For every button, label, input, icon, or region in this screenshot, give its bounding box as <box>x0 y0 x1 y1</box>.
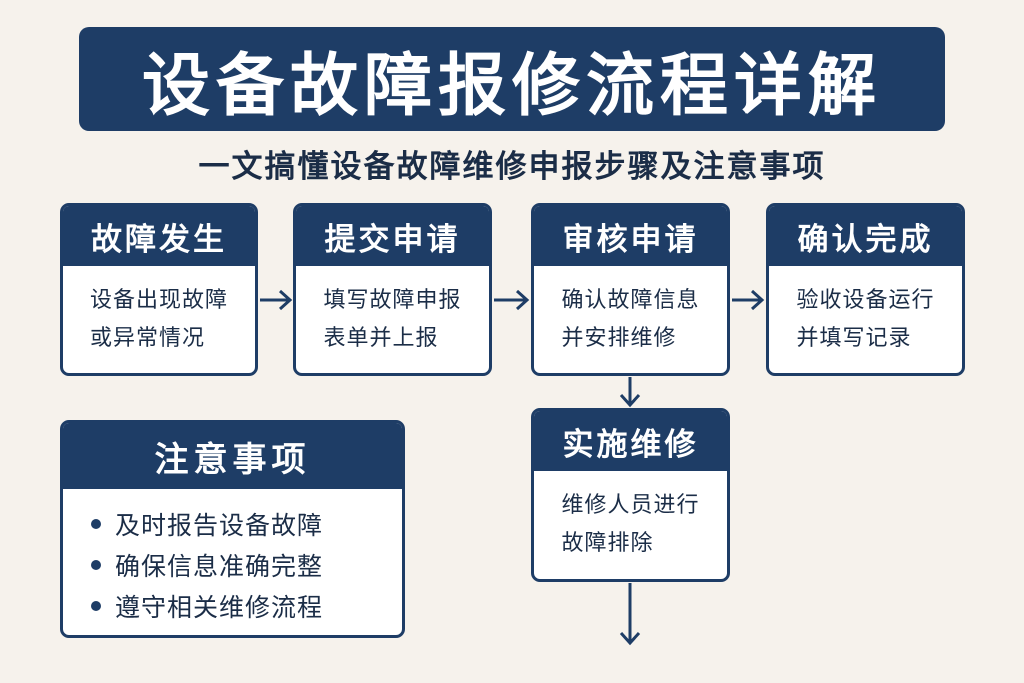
page-title: 设备故障报修流程详解 <box>141 46 882 126</box>
bullet-icon <box>91 518 101 529</box>
step-card-perform-repair: 实施维修 维修人员进行 故障排除 <box>531 408 730 582</box>
step-description: 确认故障信息 并安排维修 <box>561 287 700 351</box>
bullet-icon <box>91 559 101 570</box>
step-description: 验收设备运行 并填写记录 <box>796 287 935 351</box>
step-title: 故障发生 <box>63 206 255 266</box>
list-item: 确保信息准确完整 <box>91 544 402 585</box>
notes-title: 注意事项 <box>63 423 402 489</box>
arrow-right-icon <box>494 289 530 311</box>
list-item: 及时报告设备故障 <box>91 503 402 544</box>
step-card-fault-occurs: 故障发生 设备出现故障 或异常情况 <box>60 203 258 376</box>
step-title: 实施维修 <box>534 411 727 471</box>
note-text: 确保信息准确完整 <box>115 551 324 581</box>
step-title: 提交申请 <box>296 206 489 266</box>
step-description: 维修人员进行 故障排除 <box>561 493 700 556</box>
step-card-review-request: 审核申请 确认故障信息 并安排维修 <box>531 203 730 376</box>
page-subtitle: 一文搞懂设备故障维修申报步骤及注意事项 <box>198 148 826 185</box>
note-text: 遵守相关维修流程 <box>115 592 324 622</box>
step-title: 确认完成 <box>769 206 962 266</box>
step-card-submit-request: 提交申请 填写故障申报 表单并上报 <box>293 203 492 376</box>
arrow-right-icon <box>732 289 765 311</box>
arrow-down-icon <box>619 377 641 408</box>
note-text: 及时报告设备故障 <box>115 510 324 540</box>
step-title: 审核申请 <box>534 206 727 266</box>
bullet-icon <box>91 600 101 611</box>
title-banner: 设备故障报修流程详解 <box>79 27 945 131</box>
step-card-confirm-complete: 确认完成 验收设备运行 并填写记录 <box>766 203 965 376</box>
step-description: 设备出现故障 或异常情况 <box>89 287 228 351</box>
step-description: 填写故障申报 表单并上报 <box>323 287 462 351</box>
notes-list: 及时报告设备故障 确保信息准确完整 遵守相关维修流程 <box>91 503 402 626</box>
arrow-right-icon <box>260 289 293 311</box>
list-item: 遵守相关维修流程 <box>91 585 402 626</box>
arrow-down-icon <box>619 583 641 646</box>
notes-card: 注意事项 及时报告设备故障 确保信息准确完整 遵守相关维修流程 <box>60 420 405 638</box>
